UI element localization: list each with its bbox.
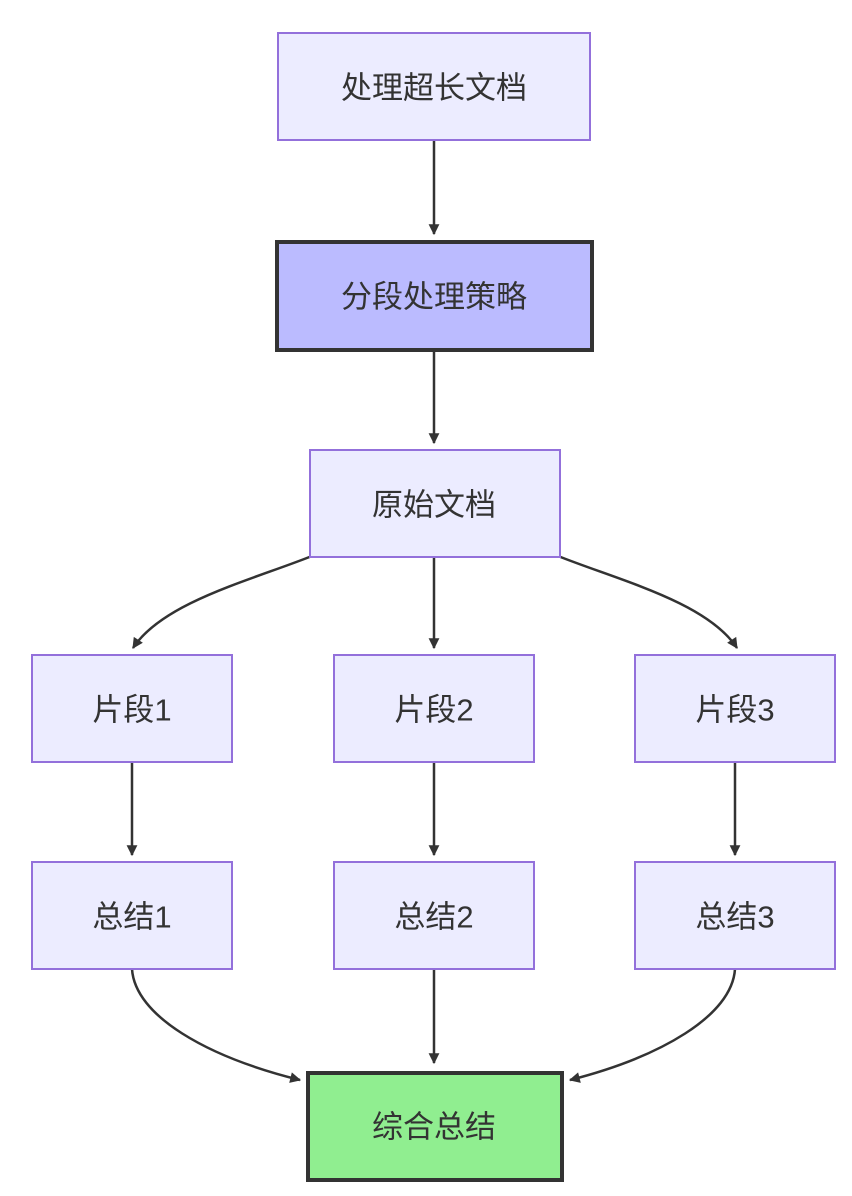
node-process-long-doc-box bbox=[277, 32, 591, 141]
node-fragment-2-label: 片段2 bbox=[394, 693, 473, 728]
node-fragment-2: 片段2 bbox=[333, 654, 535, 763]
node-summary-1-label: 总结1 bbox=[92, 900, 171, 935]
edge-C-D1 bbox=[131, 554, 313, 649]
node-original-document: 原始文档 bbox=[309, 449, 561, 558]
node-final-summary: 综合总结 bbox=[306, 1071, 564, 1182]
edges-layer bbox=[126, 140, 741, 1083]
node-summary-3: 总结3 bbox=[634, 861, 836, 970]
node-summary-1-box bbox=[31, 861, 233, 970]
node-process-long-doc-label: 处理超长文档 bbox=[341, 71, 527, 106]
node-fragment-1-label: 片段1 bbox=[92, 693, 171, 728]
node-fragment-2-box bbox=[333, 654, 535, 763]
node-final-summary-label: 综合总结 bbox=[372, 1110, 496, 1145]
node-summary-2-box bbox=[333, 861, 535, 970]
node-summary-2-label: 总结2 bbox=[394, 900, 473, 935]
node-segmentation-strategy-box bbox=[275, 240, 594, 352]
node-summary-1: 总结1 bbox=[31, 861, 233, 970]
node-segmentation-strategy-label: 分段处理策略 bbox=[341, 280, 527, 315]
node-summary-3-label: 总结3 bbox=[695, 900, 774, 935]
node-final-summary-box bbox=[306, 1071, 564, 1182]
edge-E1-F bbox=[130, 968, 302, 1083]
node-fragment-1-box bbox=[31, 654, 233, 763]
node-process-long-doc: 处理超长文档 bbox=[277, 32, 591, 141]
edge-E3-F bbox=[568, 968, 737, 1083]
nodes-layer: 处理超长文档 分段处理策略 原始文档 片段1 片段2 片段3 bbox=[31, 32, 836, 1182]
node-original-document-label: 原始文档 bbox=[372, 488, 496, 523]
node-original-document-box bbox=[309, 449, 561, 558]
node-summary-2: 总结2 bbox=[333, 861, 535, 970]
node-fragment-1: 片段1 bbox=[31, 654, 233, 763]
node-fragment-3-box bbox=[634, 654, 836, 763]
node-segmentation-strategy: 分段处理策略 bbox=[275, 240, 594, 352]
edge-C-D3 bbox=[557, 554, 739, 649]
node-fragment-3: 片段3 bbox=[634, 654, 836, 763]
node-summary-3-box bbox=[634, 861, 836, 970]
node-fragment-3-label: 片段3 bbox=[695, 693, 774, 728]
